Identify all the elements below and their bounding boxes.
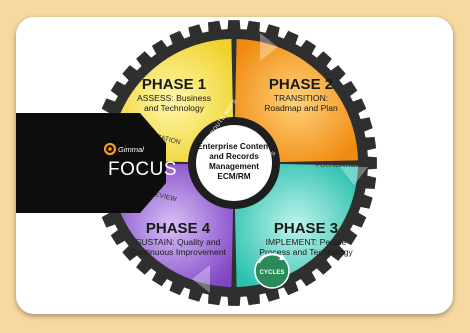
cycle-arrow-icon bbox=[258, 253, 283, 264]
gear-tooth bbox=[339, 227, 358, 246]
phase-2-subtitle-2: Roadmap and Plan bbox=[264, 103, 338, 113]
cycles-badge: CYCLES bbox=[254, 253, 290, 289]
arrow-phase3-to-4-icon bbox=[192, 265, 210, 293]
brand-company: Gimmal bbox=[118, 145, 144, 154]
diagram-frame: ROUTE MAPS ROUTE MAPS Enterprise Content… bbox=[16, 17, 453, 314]
phase-2-subtitle-1: TRANSITION: bbox=[274, 93, 328, 103]
center-line-1: Enterprise Content bbox=[197, 142, 271, 151]
gear-tooth bbox=[122, 65, 141, 84]
cycles-label: CYCLES bbox=[259, 269, 284, 276]
brand-banner bbox=[16, 113, 166, 213]
phase-1-subtitle-2: and Technology bbox=[144, 103, 205, 113]
phase-4-subtitle-2: Continuous Improvement bbox=[130, 247, 227, 257]
gear-tooth bbox=[327, 65, 346, 84]
brand-product: FOCUS bbox=[108, 159, 177, 180]
phase-3-subtitle-2: Process and Technology bbox=[259, 247, 353, 257]
phase-4-title: PHASE 4 bbox=[146, 220, 211, 237]
gear-tooth bbox=[122, 242, 141, 261]
gear-tooth bbox=[339, 80, 358, 99]
gimmal-logo-icon bbox=[103, 142, 117, 156]
gear-tooth bbox=[327, 242, 346, 261]
center-line-2: and Records bbox=[209, 152, 259, 161]
center-line-3: Management bbox=[209, 162, 259, 171]
arrow-phase1-to-2-icon bbox=[260, 33, 278, 61]
phase-1-title: PHASE 1 bbox=[142, 76, 206, 93]
gear-tooth bbox=[151, 268, 170, 287]
center-line-4: ECM/RM bbox=[217, 172, 250, 181]
gear-tooth bbox=[136, 256, 155, 275]
gear-tooth bbox=[313, 51, 332, 70]
gear-tooth bbox=[298, 39, 317, 58]
center-hub bbox=[196, 125, 272, 201]
gear-tooth bbox=[110, 80, 129, 99]
arrow-phase2-to-3-icon bbox=[340, 167, 368, 185]
stage-foundation: FOUNDATION bbox=[316, 162, 361, 169]
cycle-arrowhead-icon bbox=[279, 254, 286, 260]
phase-wheel-diagram: ROUTE MAPS ROUTE MAPS Enterprise Content… bbox=[16, 20, 377, 306]
phase-2-title: PHASE 2 bbox=[269, 76, 333, 93]
gear-tooth bbox=[151, 39, 170, 58]
gear-tooth bbox=[110, 227, 129, 246]
phase-4-subtitle-1: SUSTAIN: Quality and bbox=[136, 237, 221, 247]
phase-1-subtitle-1: ASSESS: Business bbox=[137, 93, 211, 103]
phase-3-subtitle-1: IMPLEMENT: People bbox=[266, 237, 347, 247]
gear-tooth bbox=[136, 51, 155, 70]
phase-3-title: PHASE 3 bbox=[274, 220, 338, 237]
gear-tooth bbox=[298, 268, 317, 287]
gear-tooth bbox=[313, 256, 332, 275]
